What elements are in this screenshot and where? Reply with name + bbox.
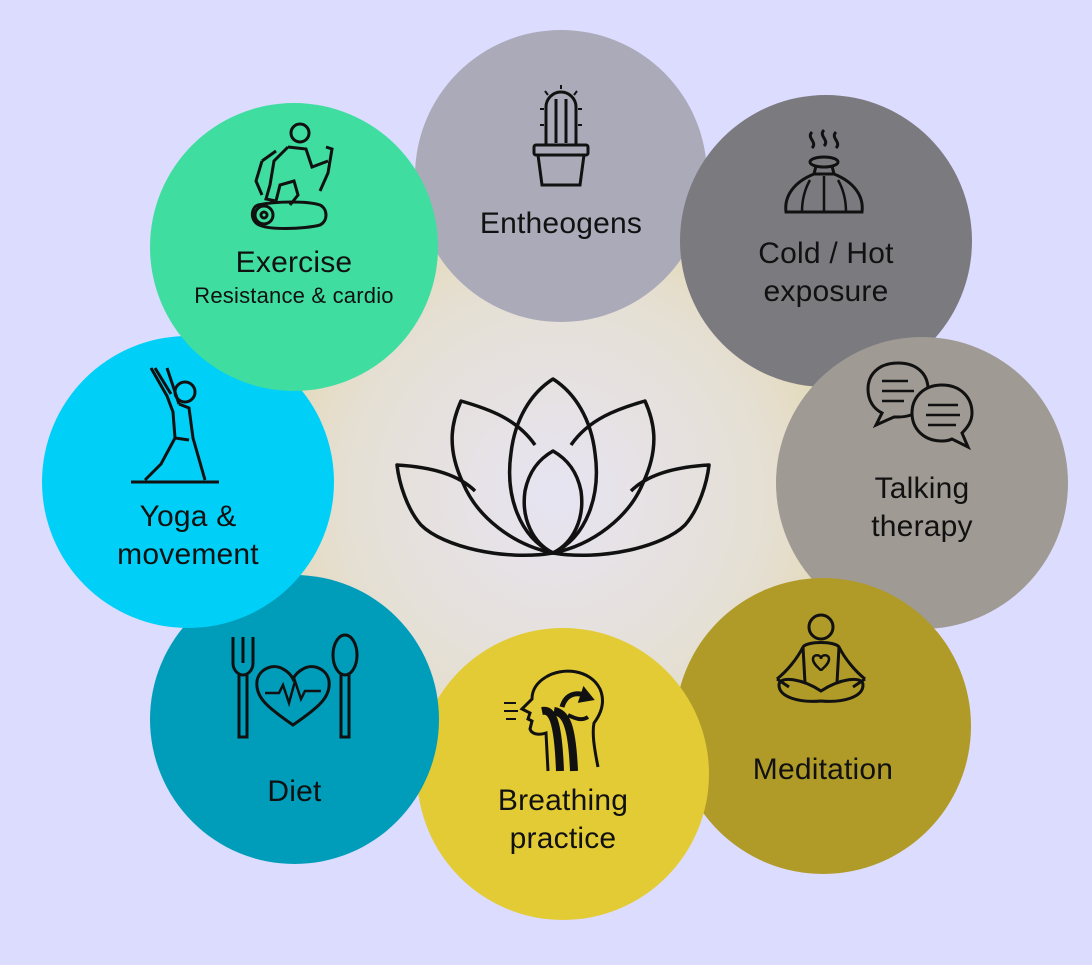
- label-yoga-movement: Yoga & movement: [42, 498, 334, 574]
- breathing-airway-icon: [504, 669, 604, 772]
- label-talking-line2: therapy: [871, 510, 973, 543]
- node-meditation: Meditation: [675, 578, 971, 874]
- node-entheogens: Entheogens: [415, 30, 707, 322]
- yoga-pose-icon: [131, 367, 219, 484]
- meditating-person-icon: [776, 613, 866, 703]
- label-yoga-line1: Yoga &: [139, 500, 237, 533]
- label-diet: Diet: [267, 775, 322, 808]
- label-entheogens: Entheogens: [479, 207, 643, 240]
- label-cold-hot-line1: Cold / Hot: [758, 237, 894, 270]
- label-talking-therapy: Talking therapy: [776, 470, 1068, 546]
- label-breathing-line1: Breathing: [497, 784, 629, 817]
- label-meditation: Meditation: [752, 753, 894, 786]
- label-cold-hot-line2: exposure: [763, 275, 889, 308]
- cactus-icon: [532, 85, 590, 187]
- fork-heart-spoon-icon: [231, 633, 359, 739]
- label-breathing-practice: Breathing practice: [417, 782, 709, 858]
- label-exercise: Exercise Resistance & cardio: [150, 244, 438, 310]
- herbal-compress-icon: [784, 128, 864, 214]
- lotus-icon: [395, 377, 711, 557]
- label-talking-line1: Talking: [874, 472, 970, 505]
- label-exercise-title: Exercise: [235, 246, 353, 279]
- label-exercise-sub: Resistance & cardio: [194, 283, 394, 308]
- node-breathing-practice: Breathing practice: [417, 628, 709, 920]
- label-breathing-line2: practice: [509, 822, 617, 855]
- node-exercise: Exercise Resistance & cardio: [150, 103, 438, 391]
- exercise-bike-icon: [250, 122, 334, 230]
- label-cold-hot: Cold / Hot exposure: [680, 235, 972, 311]
- speech-bubbles-icon: [866, 361, 974, 451]
- label-yoga-line2: movement: [117, 538, 259, 571]
